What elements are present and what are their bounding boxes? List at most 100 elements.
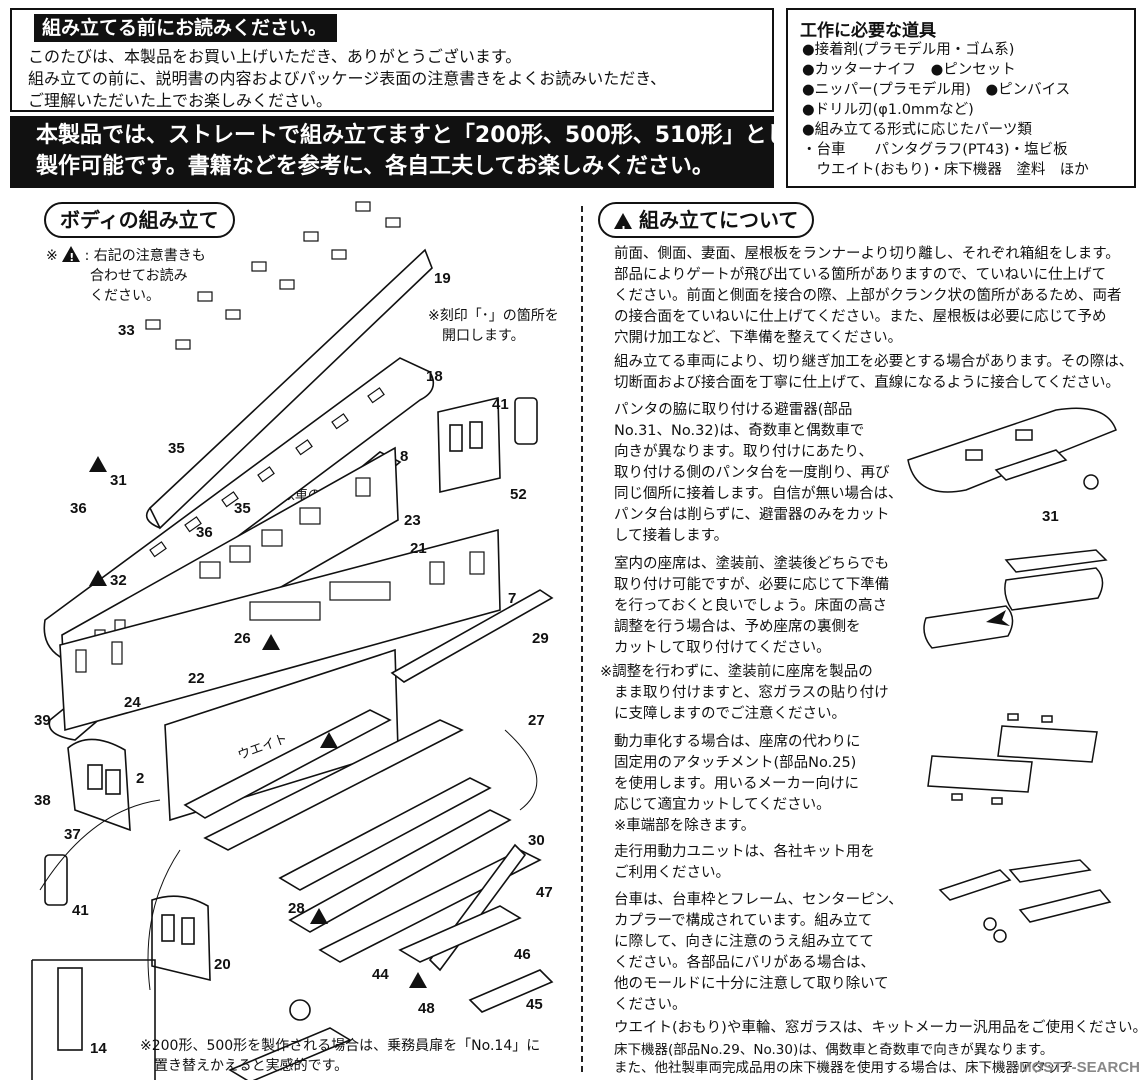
banner-line: 製作可能です。書籍などを参考に、各自工夫してお楽しみください。 xyxy=(36,154,714,179)
part-number: 24 xyxy=(124,694,141,711)
seat-illustration xyxy=(923,549,1108,649)
paragraph-line: 室内の座席は、塗装前、塗装後どちらでも xyxy=(614,556,890,572)
paragraph-line: 走行用動力ユニットは、各社キット用を xyxy=(614,844,875,860)
part-number: 30 xyxy=(528,832,545,849)
paragraph-line: 組み立てる車両により、切り継ぎ加工を必要とする場合があります。その際は、 xyxy=(614,354,1134,370)
part-number: 19 xyxy=(434,270,451,287)
caution-note: ※ : 右記の注意書きも xyxy=(46,246,206,268)
paragraph-line: パンタの脇に取り付ける避雷器(部品 xyxy=(614,402,853,418)
part-number: 48 xyxy=(418,1000,435,1017)
note-line: : 右記の注意書きも xyxy=(84,248,206,264)
paragraph-line: の接合面をていねいに仕上げてください。また、屋根板は必要に応じて予め xyxy=(614,309,1107,325)
paragraph-line: 動力車化する場合は、座席の代わりに xyxy=(614,734,861,750)
part-number: 44 xyxy=(372,966,389,983)
paragraph-line: カプラーで構成されています。組み立て xyxy=(614,913,873,929)
bogie-illustration xyxy=(938,859,1112,943)
part-number: 35 xyxy=(234,500,251,517)
production-banner: 本製品では、ストレートで組み立てますと「200形、500形、510形」として 製… xyxy=(10,116,810,188)
paragraph-line: を使用します。用いるメーカー向けに xyxy=(614,776,860,792)
paragraph-line: 他のモールドに十分に注意して取り除いて xyxy=(614,976,889,992)
paragraph-line: 固定用のアタッチメント(部品No.25) xyxy=(614,755,857,771)
engrave-note-line: ※刻印「･」の箇所を xyxy=(428,308,559,324)
paragraph-line: に際して、向きに注意のうえ組み立てて xyxy=(614,934,874,950)
tool-item: ●接着剤(プラモデル用・ゴム系) xyxy=(802,42,1015,58)
paragraph-line: パンタ台は削らずに、避雷器のみをカット xyxy=(614,507,890,523)
banner-line: 本製品では、ストレートで組み立てますと「200形、500形、510形」として xyxy=(36,123,811,148)
paragraph-line: ご利用ください。 xyxy=(614,865,730,881)
paragraph-line: 穴開け加工など、下準備を整えてください。 xyxy=(614,330,903,346)
paragraph-line: に支障しますのでご注意ください。 xyxy=(614,706,846,722)
part-number: 22 xyxy=(188,670,205,687)
assembly-notes-heading-text: 組み立てについて xyxy=(638,208,799,232)
notice-line: このたびは、本製品をお買い上げいただき、ありがとうございます。 xyxy=(28,47,522,66)
note-line: 合わせてお読み xyxy=(90,268,188,284)
part-number: 45 xyxy=(526,996,543,1013)
tool-item: ●組み立てる形式に応じたパーツ類 xyxy=(802,122,1032,138)
notice-title: 組み立てる前にお読みください。 xyxy=(34,14,338,42)
column-divider xyxy=(581,206,583,1072)
paragraph-line: 同じ個所に接着します。自信が無い場合は、 xyxy=(614,486,903,502)
paragraph-line: ください。前面と側面を接合の際、上部がクランク状の箇所があるため、両者 xyxy=(614,288,1122,304)
part-number: 28 xyxy=(288,900,305,917)
attachment-illustration xyxy=(927,713,1098,805)
part-number: 41 xyxy=(72,902,89,919)
part-number: 36 xyxy=(70,500,87,517)
part-number: 31 xyxy=(110,472,127,489)
paragraph-line: ウエイト(おもり)や車輪、窓ガラスは、キットメーカー汎用品をご使用ください。 xyxy=(614,1020,1146,1036)
paragraph-line: また、他社製車両完成品用の床下機器を使用する場合は、床下機器アタッチ xyxy=(614,1060,1073,1076)
notice-box: 組み立てる前にお読みください。 このたびは、本製品をお買い上げいただき、ありがと… xyxy=(10,8,774,112)
tools-box: 工作に必要な道具 ●接着剤(プラモデル用・ゴム系) ●カッターナイフ ●ピンセッ… xyxy=(786,8,1136,188)
part-number: 38 xyxy=(34,792,51,809)
paragraph-line: 取り付ける側のパンタ台を一度削り、再び xyxy=(614,465,890,481)
notice-line: 組み立ての前に、説明書の内容およびパッケージ表面の注意書きをよくお読みいただき、 xyxy=(28,69,667,88)
part-number: 7 xyxy=(508,590,517,607)
part-number: 2 xyxy=(136,770,145,787)
tool-item: ●ドリル刃(φ1.0mmなど) xyxy=(802,102,974,118)
part-number: 21 xyxy=(410,540,427,557)
part-number: 46 xyxy=(514,946,531,963)
body-assembly-heading-text: ボディの組み立て xyxy=(60,208,219,232)
part-number: 35 xyxy=(168,440,185,457)
arrester-illustration xyxy=(907,407,1117,493)
part-number: 32 xyxy=(110,572,127,589)
warning-icon xyxy=(614,213,632,247)
paragraph-line: を行っておくと良いでしょう。床面の高さ xyxy=(614,598,888,614)
paragraph-line: 向きが異なります。取り付けにあたり、 xyxy=(614,444,873,460)
part-number: 23 xyxy=(404,512,421,529)
part-number: 47 xyxy=(536,884,553,901)
part-number: 33 xyxy=(118,322,135,339)
bottom-note-line: ※200形、500形を製作される場合は、乗務員扉を「No.14」に xyxy=(140,1038,541,1054)
paragraph-line: 切断面および接合面を丁寧に仕上げて、直線になるように接合してください。 xyxy=(614,375,1120,391)
paragraph-line: 応じて適宜カットしてください。 xyxy=(614,797,831,813)
exploded-assembly-diagram xyxy=(31,201,554,1080)
paragraph-line: ください。各部品にバリがある場合は、 xyxy=(614,955,875,971)
paragraph-line: ※調整を行わずに、塗装前に座席を製品の xyxy=(600,664,873,680)
note-mark: ※ xyxy=(46,248,58,264)
part-number: 39 xyxy=(34,712,51,729)
part-number: 27 xyxy=(528,712,545,729)
part-number: 36 xyxy=(196,524,213,541)
body-assembly-heading: ボディの組み立て xyxy=(44,202,235,238)
part-number: 52 xyxy=(510,486,527,503)
tool-item: ウエイト(おもり)・床下機器 塗料 ほか xyxy=(802,162,1089,178)
paragraph-line: 台車は、台車枠とフレーム、センターピン、 xyxy=(614,892,903,908)
part-number: 18 xyxy=(426,368,443,385)
notice-line: ご理解いただいた上でお楽しみください。 xyxy=(28,91,333,110)
paragraph-line: No.31、No.32)は、奇数車と偶数車で xyxy=(614,423,865,439)
part-number: 20 xyxy=(214,956,231,973)
part-number: 41 xyxy=(492,396,509,413)
paragraph-line: 調整を行う場合は、予め座席の裏側を xyxy=(614,619,861,635)
note-line: ください。 xyxy=(90,288,160,304)
paragraph-line: 床下機器(部品No.29、No.30)は、偶数車と奇数車で向きが異なります。 xyxy=(614,1042,1054,1058)
paragraph-line: ください。 xyxy=(614,997,687,1013)
assembly-notes-heading: 組み立てについて xyxy=(598,202,815,247)
warning-icon xyxy=(62,246,81,268)
tools-title: 工作に必要な道具 xyxy=(800,21,936,41)
tool-item: ・台車 パンタグラフ(PT43)・塩ビ板 xyxy=(802,142,1068,158)
paragraph-line: 部品によりゲートが飛び出ている箇所がありますので、ていねいに仕上げて xyxy=(614,267,1107,283)
engrave-note-line: 開口します。 xyxy=(442,328,525,344)
tool-item: ●カッターナイフ ●ピンセット xyxy=(802,62,1016,78)
paragraph-line: まま取り付けますと、窓ガラスの貼り付け xyxy=(614,685,889,701)
part-number: 31 xyxy=(1042,508,1059,525)
tool-item: ●ニッパー(プラモデル用) ●ピンバイス xyxy=(802,82,1071,98)
